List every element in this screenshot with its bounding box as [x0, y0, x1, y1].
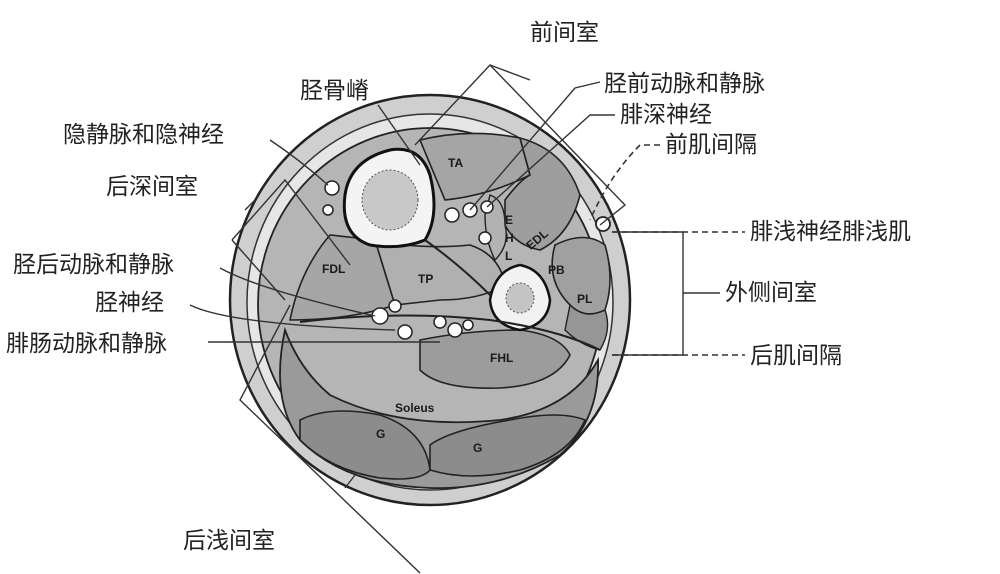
- pb-label: PB: [548, 263, 565, 277]
- transverse-intermuscular-septum: [299, 314, 601, 351]
- tp-muscle: [373, 238, 506, 306]
- interosseous-membrane: [424, 239, 491, 296]
- anterior-compartment-pointer: [489, 64, 531, 81]
- tibial-crest-label: 胫骨嵴: [300, 78, 369, 104]
- posterior-tibial-leader: [219, 267, 376, 317]
- gastrocnemius-lateral-muscle: [429, 414, 587, 477]
- fhl-muscle: [419, 329, 571, 389]
- deep-posterior-compartment-label: 后深间室: [106, 174, 198, 200]
- saphenous-vessels: [322, 180, 340, 216]
- anterior-septum-leader: [589, 144, 660, 221]
- e-label: E: [505, 213, 513, 227]
- anterior-intermuscular-septum-label: 前肌间隔: [665, 132, 757, 158]
- tibia-marrow: [361, 169, 419, 231]
- deep-posterior-pointer: [244, 199, 256, 211]
- saphenous-leader: [269, 139, 329, 186]
- deep-peroneal-nerve-label: 腓深神经: [620, 102, 712, 128]
- anterior-tibial-artery-vein-label: 胫前动脉和静脉: [604, 71, 765, 97]
- gastrocnemius-label-1: G: [376, 427, 385, 441]
- superficial-peroneal-nerve-label: 腓浅神经腓浅肌: [750, 219, 911, 245]
- peroneal-vessels: [433, 315, 474, 338]
- lateral-compartment-label: 外侧间室: [725, 280, 817, 306]
- anterior-compartment-label: 前间室: [530, 20, 599, 46]
- edl-muscle: [504, 136, 581, 251]
- peroneal-artery-vein-label: 腓肠动脉和静脉: [6, 331, 167, 357]
- fdl-label: FDL: [322, 262, 345, 276]
- posterior-tibial-vessels: [371, 299, 413, 340]
- saphenous-vein-nerve-label: 隐静脉和隐神经: [63, 122, 224, 148]
- tp-label: TP: [418, 272, 433, 286]
- h-label: H: [505, 231, 514, 245]
- deep-posterior-bracket: [231, 178, 351, 266]
- superficial-posterior-pointer: [344, 474, 356, 489]
- fibula-marrow: [505, 282, 535, 314]
- superficial-posterior-compartment-label: 后浅间室: [183, 528, 275, 554]
- soleus-label: Soleus: [395, 401, 435, 415]
- anterior-tibial-leader: [469, 81, 601, 211]
- gastrocnemius-label-2: G: [473, 441, 482, 455]
- fhl-label: FHL: [490, 351, 513, 365]
- l-label: L: [505, 249, 512, 263]
- pl-label: PL: [577, 292, 592, 306]
- superficial-posterior-bracket-left: [239, 304, 421, 574]
- ta-label: TA: [448, 156, 463, 170]
- tibial-crest-leader: [377, 104, 421, 166]
- tibial-nerve-label: 胫神经: [95, 290, 164, 316]
- anterior-compartment-bracket: [414, 63, 627, 226]
- deep-peroneal-leader: [486, 114, 615, 208]
- posterior-intermuscular-septum-label: 后肌间隔: [750, 343, 842, 369]
- tibial-nerve-leader: [189, 304, 396, 331]
- posterior-tibial-artery-vein-label: 胫后动脉和静脉: [13, 252, 174, 278]
